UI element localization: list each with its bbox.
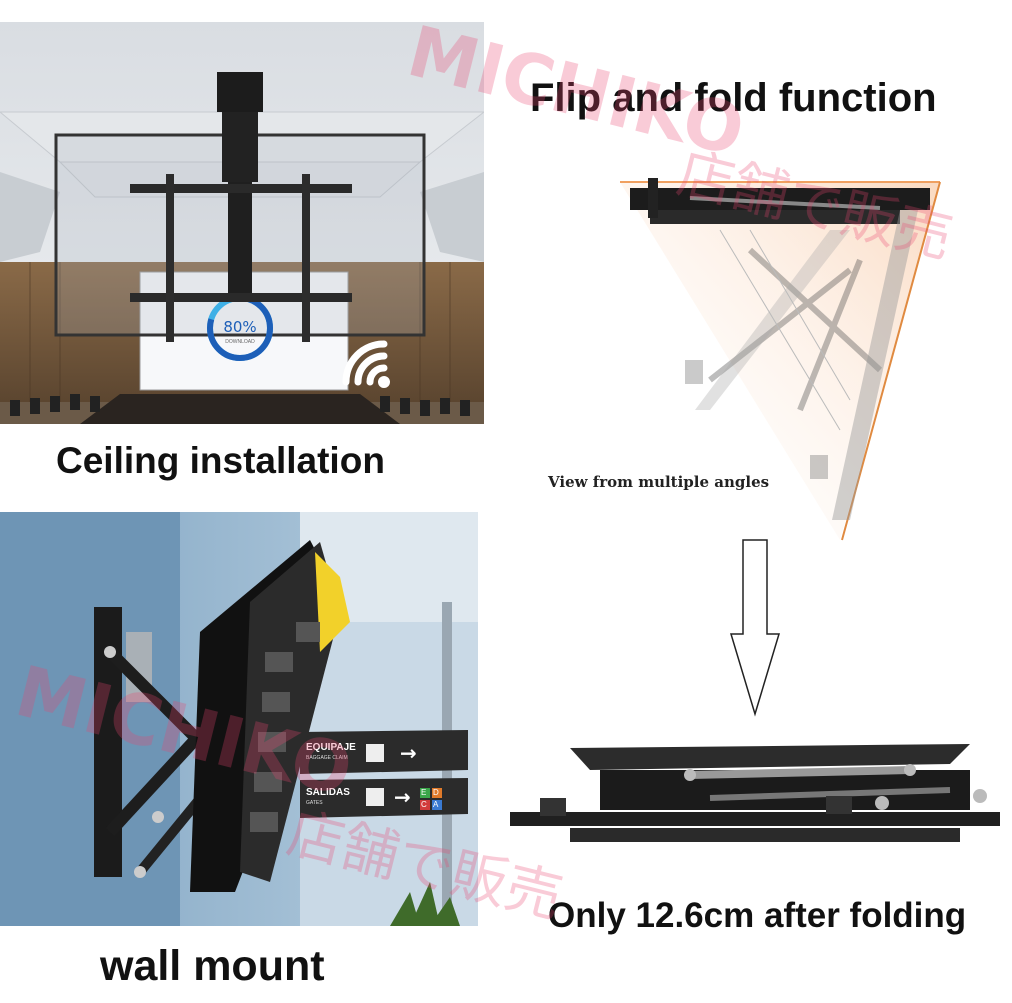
gate-letter-e: E (421, 788, 427, 797)
sign-baggage-claim: BAGGAGE CLAIM (306, 755, 348, 761)
gate-letter-c: C (421, 800, 427, 809)
wall-mount-photo: → → EQUIPAJE BAGGAGE CLAIM SALIDAS GATES (0, 512, 478, 926)
ceiling-scene (0, 22, 484, 424)
folded-mount-illustration (510, 740, 1006, 860)
down-arrow-icon (729, 539, 781, 717)
flip-fold-diagram (600, 170, 960, 550)
multiple-angles-label: View from multiple angles (548, 473, 770, 491)
gate-letter-d: D (433, 788, 439, 797)
flip-fold-title: Flip and fold function (530, 76, 937, 120)
wall-mount-scene: → → (0, 512, 478, 926)
screen-download-text: DOWNLOAD (225, 339, 255, 345)
flip-fold-illustration (620, 178, 941, 541)
sign-gates: GATES (306, 800, 323, 806)
screen-percent-text: 80% (223, 318, 257, 336)
svg-text:→: → (400, 741, 417, 765)
sign-salidas: SALIDAS (306, 787, 350, 798)
sign-equipaje: EQUIPAJE (306, 742, 356, 753)
ceiling-installation-caption: Ceiling installation (56, 440, 385, 481)
folded-mount-svg (510, 744, 1000, 842)
gate-letter-a: A (433, 800, 439, 809)
wall-mount-caption: wall mount (100, 942, 325, 990)
svg-text:→: → (394, 785, 411, 809)
folded-thickness-caption: Only 12.6cm after folding (548, 896, 967, 935)
ceiling-installation-photo: 80% DOWNLOAD (0, 22, 484, 424)
